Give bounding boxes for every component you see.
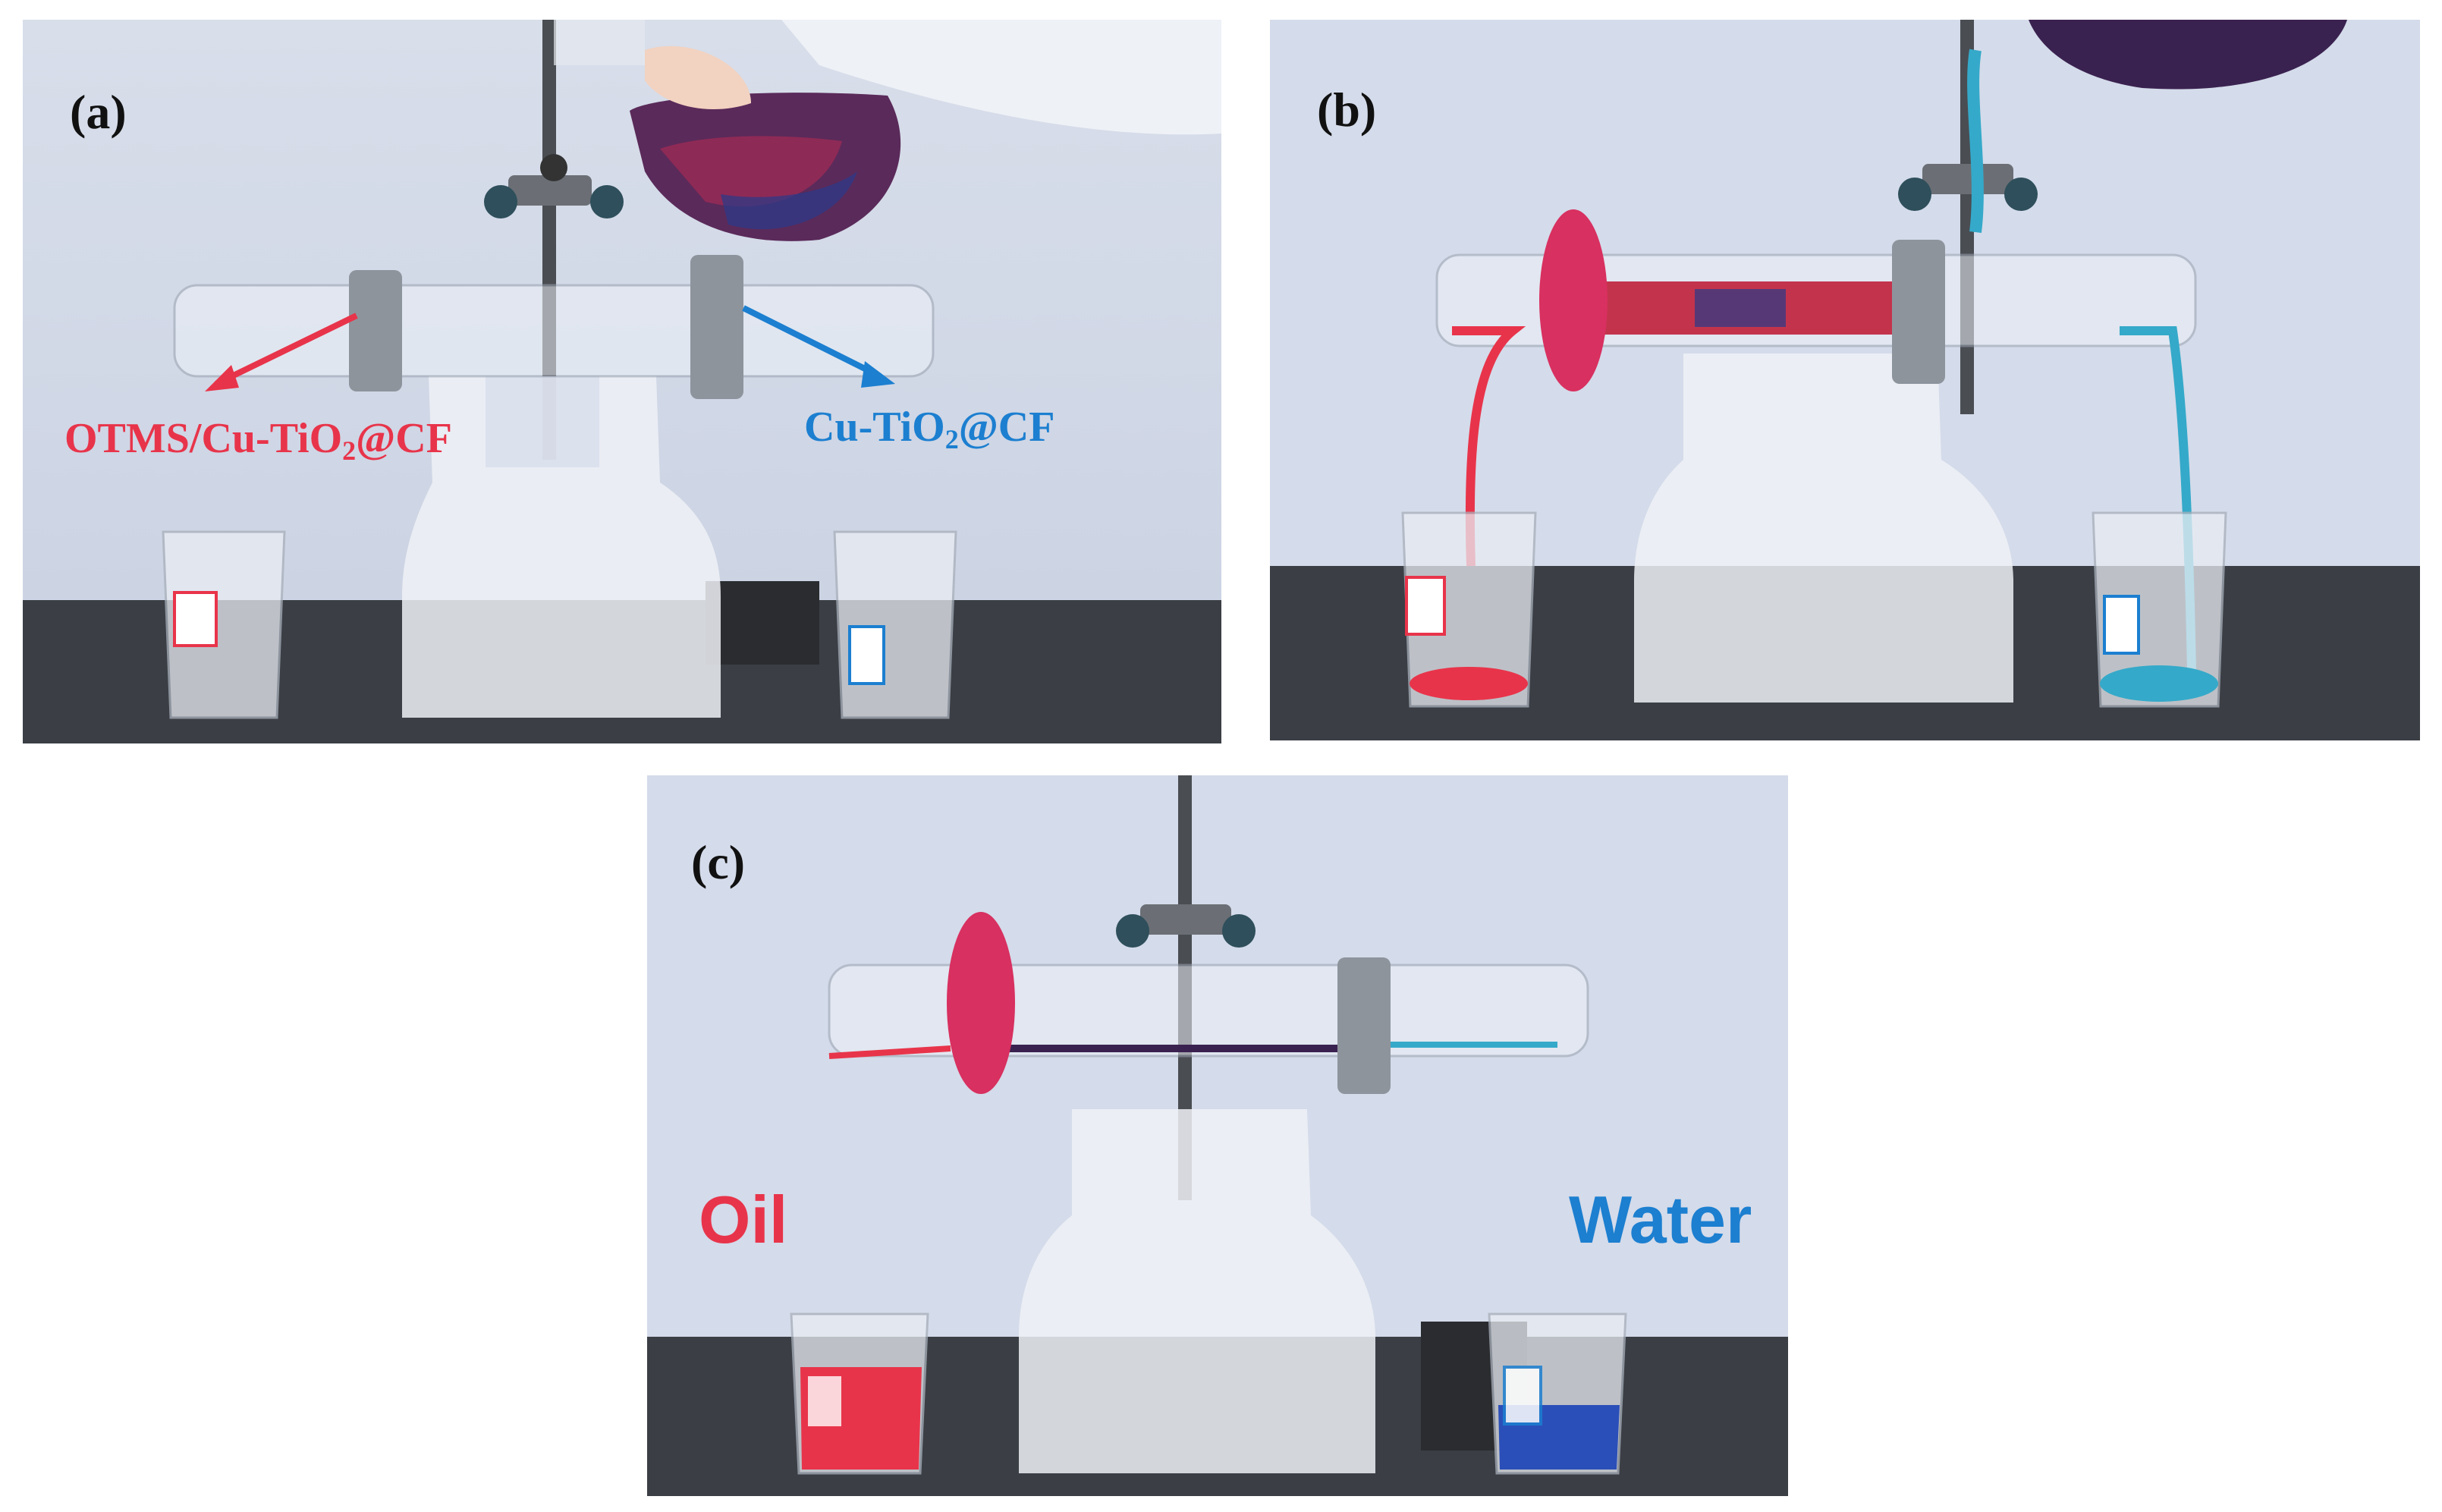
panel-a-label: (a) (70, 85, 127, 139)
pouring-flask (554, 20, 901, 241)
frosted-support (402, 376, 721, 718)
panel-b-photo (1270, 20, 2420, 740)
water-label: Water (1569, 1182, 1752, 1257)
hand (645, 46, 751, 110)
panel-c: (c) Oil Water (647, 775, 1788, 1496)
frosted-support (1634, 354, 2013, 703)
clamp (484, 154, 624, 218)
blue-arrow (742, 305, 882, 379)
cutio2-annotation-sub: 2 (944, 424, 959, 454)
otms-annotation-sub: 2 (342, 435, 357, 466)
oil-label: Oil (699, 1182, 788, 1257)
oil-outflow (828, 1045, 951, 1059)
oil-collected (1410, 667, 1528, 700)
cutio2-annotation-suffix: @CF (958, 404, 1055, 451)
separation-tube (828, 912, 1589, 1094)
left-beaker (1401, 511, 1537, 708)
clamp (1898, 164, 2038, 211)
left-beaker (790, 1312, 929, 1475)
separation-tube (1435, 209, 2197, 391)
panel-b-label: (b) (1317, 83, 1377, 137)
frosted-support (1019, 1109, 1375, 1473)
otms-annotation-prefix: OTMS/Cu-TiO (64, 415, 343, 462)
panel-b: (b) (1270, 20, 2420, 740)
cutio2-annotation: Cu-TiO2@CF (804, 403, 1054, 455)
otms-annotation: OTMS/Cu-TiO2@CF (64, 414, 452, 467)
lab-coat-sleeve (781, 20, 1221, 135)
pour-stream (1967, 49, 1984, 233)
otms-annotation-suffix: @CF (356, 415, 452, 462)
right-beaker (2092, 511, 2227, 708)
red-arrow (215, 313, 358, 387)
panel-a: (a) OTMS/Cu-TiO2@CF Cu-TiO2@CF (23, 20, 1221, 743)
right-beaker (1488, 1312, 1627, 1475)
clamp (1116, 904, 1256, 948)
water-collected (2100, 665, 2218, 702)
cutio2-annotation-prefix: Cu-TiO (804, 404, 945, 451)
panel-c-photo (647, 775, 1788, 1496)
left-beaker (162, 530, 286, 719)
dark-block (706, 581, 819, 665)
pouring-flask (2029, 20, 2347, 90)
panel-a-photo (23, 20, 1221, 743)
oil-flange (1539, 209, 1608, 391)
right-beaker (833, 530, 957, 719)
panel-c-label: (c) (691, 835, 746, 889)
oil-flange (947, 912, 1015, 1094)
